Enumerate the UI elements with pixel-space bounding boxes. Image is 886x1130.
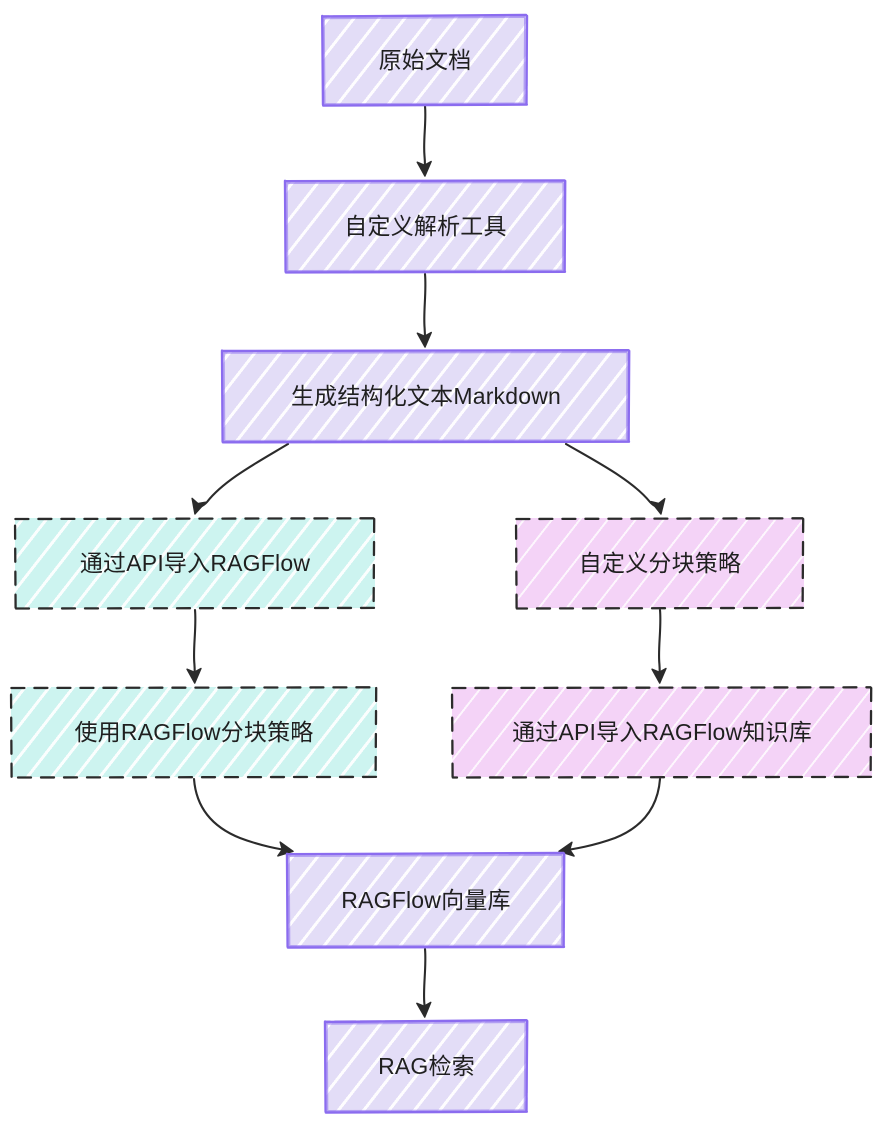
- node-use-ragflow-chunking-strategy[interactable]: 使用RAGFlow分块策略: [9, 686, 378, 779]
- node-rag-retrieval[interactable]: RAG检索: [323, 1019, 529, 1114]
- node-label: 原始文档: [378, 46, 472, 73]
- node-custom-chunking-strategy[interactable]: 自定义分块策略: [514, 517, 805, 610]
- node-generate-structured-markdown[interactable]: 生成结构化文本Markdown: [220, 349, 631, 444]
- node-label: 自定义解析工具: [344, 212, 507, 239]
- node-label: 自定义分块策略: [578, 549, 742, 576]
- node-label: 生成结构化文本Markdown: [290, 382, 562, 409]
- node-import-via-api-ragflow-kb[interactable]: 通过API导入RAGFlow知识库: [450, 686, 873, 779]
- edge-n1-n2: [416, 104, 432, 177]
- edge-n2-n3: [416, 272, 432, 348]
- node-import-via-api-ragflow[interactable]: 通过API导入RAGFlow: [13, 517, 376, 610]
- node-label: 通过API导入RAGFlow: [79, 549, 311, 576]
- node-label: RAGFlow向量库: [341, 886, 511, 913]
- node-label: 使用RAGFlow分块策略: [74, 718, 314, 745]
- node-ragflow-vector-store[interactable]: RAGFlow向量库: [285, 851, 566, 949]
- node-original-document[interactable]: 原始文档: [321, 13, 529, 107]
- edge-n6-n8: [192, 777, 294, 857]
- edge-n3-n4: [191, 442, 290, 515]
- edge-n3-n5: [564, 442, 666, 515]
- edge-n8-n9: [416, 947, 432, 1018]
- edge-n5-n7: [651, 608, 667, 684]
- node-label: 通过API导入RAGFlow知识库: [512, 718, 812, 745]
- edge-n7-n8: [558, 777, 662, 857]
- node-label: RAG检索: [378, 1052, 475, 1079]
- edge-n4-n6: [186, 608, 202, 684]
- node-custom-parser-tool[interactable]: 自定义解析工具: [283, 179, 567, 274]
